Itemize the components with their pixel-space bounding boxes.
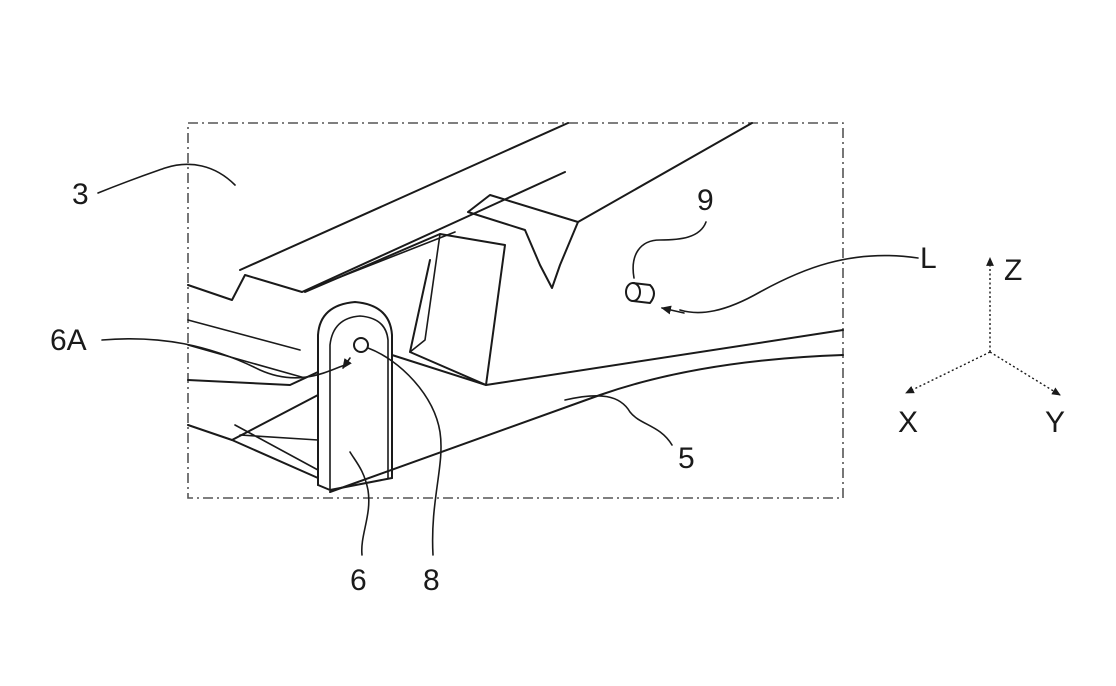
- axis-label-z: Z: [1004, 254, 1022, 287]
- mechanical-part-drawing: [187, 122, 844, 493]
- upper-beam-top-edge: [239, 122, 569, 271]
- leader-8: [367, 347, 442, 556]
- leader-6a: [101, 337, 346, 379]
- lower-member-bottom-edge: [329, 354, 844, 493]
- lower-member-top-edge: [391, 329, 844, 386]
- leader-9: [632, 221, 707, 279]
- leader-3: [97, 163, 236, 194]
- label-6a: 6A: [50, 324, 87, 357]
- x-axis: [905, 351, 991, 394]
- coordinate-axes: [905, 257, 1061, 396]
- bracket-body: [317, 301, 393, 486]
- upper-beam-top-right: [577, 122, 753, 223]
- arrow-l: [660, 305, 685, 315]
- label-8: 8: [423, 564, 440, 597]
- label-3: 3: [72, 178, 89, 211]
- label-l: L: [920, 242, 937, 275]
- leader-l: [679, 254, 919, 314]
- bracket-bottom: [317, 477, 393, 491]
- axis-label-x: X: [898, 406, 918, 439]
- pin-hole-8: [353, 337, 369, 353]
- label-9: 9: [697, 184, 714, 217]
- y-axis: [989, 351, 1061, 396]
- leader-6: [349, 451, 370, 556]
- left-arm-base: [231, 439, 319, 479]
- leader-5: [564, 394, 673, 446]
- label-6: 6: [350, 564, 367, 597]
- left-arm-inner: [187, 319, 319, 471]
- arrow-6a: [342, 357, 352, 369]
- center-block-inner: [409, 233, 441, 353]
- sensor-9-cylinder: [625, 282, 655, 304]
- axis-label-y: Y: [1045, 406, 1065, 439]
- detail-frame: [187, 122, 844, 499]
- center-block: [304, 233, 506, 386]
- upper-beam-front-edge: [187, 171, 566, 301]
- label-5: 5: [678, 442, 695, 475]
- upper-beam-slot: [467, 194, 579, 289]
- bracket-front-edge: [329, 315, 389, 491]
- left-arm-lower: [187, 394, 319, 441]
